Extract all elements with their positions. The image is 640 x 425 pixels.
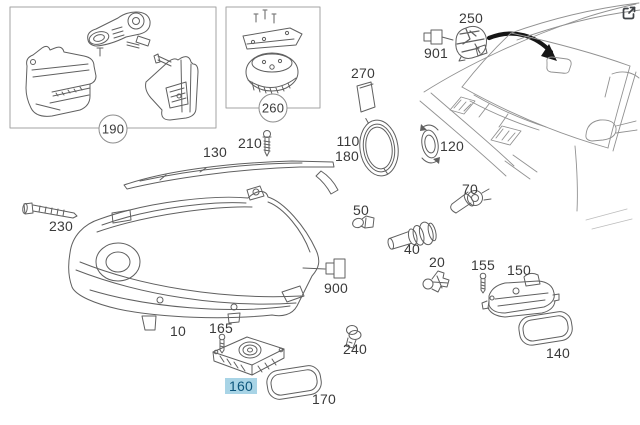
part-callout-230[interactable]: 230 <box>49 218 73 234</box>
part-adjuster-260[interactable] <box>243 10 302 94</box>
part-trim-strip-130[interactable] <box>124 161 338 194</box>
part-bulb-70[interactable] <box>451 189 491 213</box>
part-ballast-160[interactable] <box>213 337 284 375</box>
part-screw-210[interactable] <box>263 131 271 157</box>
part-callout-901[interactable]: 901 <box>424 45 448 61</box>
open-external-icon[interactable] <box>619 3 639 23</box>
part-callout-120[interactable]: 120 <box>440 138 464 154</box>
part-callout-155[interactable]: 155 <box>471 257 495 273</box>
part-callout-130[interactable]: 130 <box>203 144 227 160</box>
part-callout-180[interactable]: 180 <box>335 148 359 164</box>
part-callout-160[interactable]: 160 <box>225 378 257 394</box>
part-callout-140[interactable]: 140 <box>546 345 570 361</box>
part-connector-900[interactable] <box>326 259 345 278</box>
part-callout-240[interactable]: 240 <box>343 341 367 357</box>
part-callout-170[interactable]: 170 <box>312 391 336 407</box>
part-callout-210[interactable]: 210 <box>238 135 262 151</box>
part-callout-190[interactable]: 190 <box>98 114 128 144</box>
part-callout-40[interactable]: 40 <box>404 241 420 257</box>
part-bolt-230[interactable] <box>22 203 77 218</box>
part-callout-165[interactable]: 165 <box>209 320 233 336</box>
part-screw-155[interactable] <box>480 273 486 293</box>
part-callout-260[interactable]: 260 <box>258 93 288 123</box>
part-module-150[interactable] <box>482 273 559 317</box>
part-sensor-250[interactable] <box>456 26 487 61</box>
part-plug-901[interactable] <box>424 30 453 44</box>
part-brackets-190[interactable] <box>26 12 198 120</box>
car-body-sketch <box>420 3 640 229</box>
part-bulb-50[interactable] <box>351 216 374 229</box>
part-gasket-140[interactable] <box>517 310 574 347</box>
part-callout-110[interactable]: 110 <box>336 133 360 149</box>
part-screw-165[interactable] <box>219 334 225 353</box>
part-callout-150[interactable]: 150 <box>507 262 531 278</box>
part-callout-50[interactable]: 50 <box>353 202 369 218</box>
part-callout-270[interactable]: 270 <box>351 65 375 81</box>
part-callout-10[interactable]: 10 <box>170 323 186 339</box>
part-bulb-40[interactable] <box>385 220 438 254</box>
part-callout-250[interactable]: 250 <box>459 10 483 26</box>
part-clip-240[interactable] <box>346 326 361 349</box>
part-bulb-20[interactable] <box>423 271 449 292</box>
part-pad-270[interactable] <box>357 82 375 112</box>
part-gasket-170[interactable] <box>265 364 323 401</box>
part-seal-ring-110-180[interactable] <box>356 115 402 179</box>
part-callout-900[interactable]: 900 <box>324 280 348 296</box>
part-cap-120[interactable] <box>420 124 441 164</box>
part-callout-20[interactable]: 20 <box>429 254 445 270</box>
part-callout-70[interactable]: 70 <box>462 181 478 197</box>
part-headlamp-10[interactable] <box>69 186 325 330</box>
